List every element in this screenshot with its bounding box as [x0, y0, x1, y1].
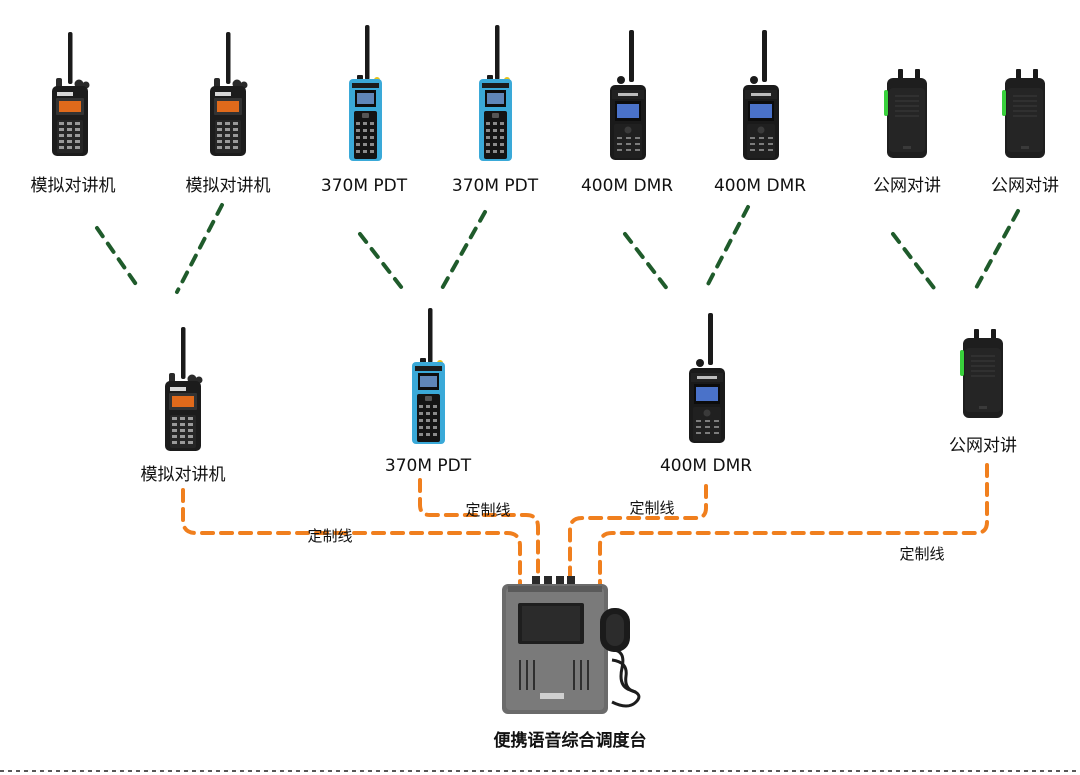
cable-poc [598, 463, 989, 587]
dispatch-console-icon [502, 576, 641, 714]
dmr-radio-icon [689, 313, 725, 443]
mid-radio-label: 模拟对讲机 [141, 465, 226, 485]
wireless-link [703, 205, 750, 292]
pdt-radio-icon [412, 308, 445, 444]
top-radio-label: 400M DMR [581, 176, 673, 196]
analog-radio-icon [52, 32, 90, 156]
analog-radio-icon [165, 327, 203, 451]
pdt-radio-icon [479, 25, 512, 161]
pdt-radio-icon [349, 25, 382, 161]
mid-radio-label: 400M DMR [660, 456, 752, 476]
wireless-link [623, 232, 670, 292]
top-radio-label: 公网对讲 [873, 176, 941, 196]
top-radio-label: 模拟对讲机 [31, 176, 116, 196]
analog-radio-icon [210, 32, 248, 156]
cable-pdt [418, 478, 540, 587]
top-radio-label: 370M PDT [452, 176, 539, 196]
wireless-link [891, 232, 939, 294]
wireless-link [358, 232, 407, 294]
poc-radio-icon [1001, 68, 1046, 159]
dmr-radio-icon [610, 30, 646, 160]
console-label: 便携语音综合调度台 [494, 730, 647, 751]
mid-radio-label: 公网对讲 [949, 436, 1017, 456]
top-radio-label: 公网对讲 [991, 176, 1059, 196]
top-radio-label: 400M DMR [714, 176, 806, 196]
cable-label-analog: 定制线 [307, 527, 352, 545]
wireless-link [95, 226, 142, 292]
wireless-link [438, 210, 487, 294]
top-radio-label: 370M PDT [321, 176, 408, 196]
poc-radio-icon [883, 68, 928, 159]
dmr-radio-icon [743, 30, 779, 160]
top-radio-label: 模拟对讲机 [186, 176, 271, 196]
cable-label-dmr: 定制线 [629, 499, 674, 517]
wireless-link [973, 209, 1020, 292]
cable-label-pdt: 定制线 [465, 501, 510, 519]
poc-radio-icon [959, 328, 1004, 419]
cable-dmr [568, 484, 708, 587]
wireless-link [175, 203, 224, 294]
mid-radio-label: 370M PDT [385, 456, 472, 476]
cable-label-poc: 定制线 [899, 545, 944, 563]
